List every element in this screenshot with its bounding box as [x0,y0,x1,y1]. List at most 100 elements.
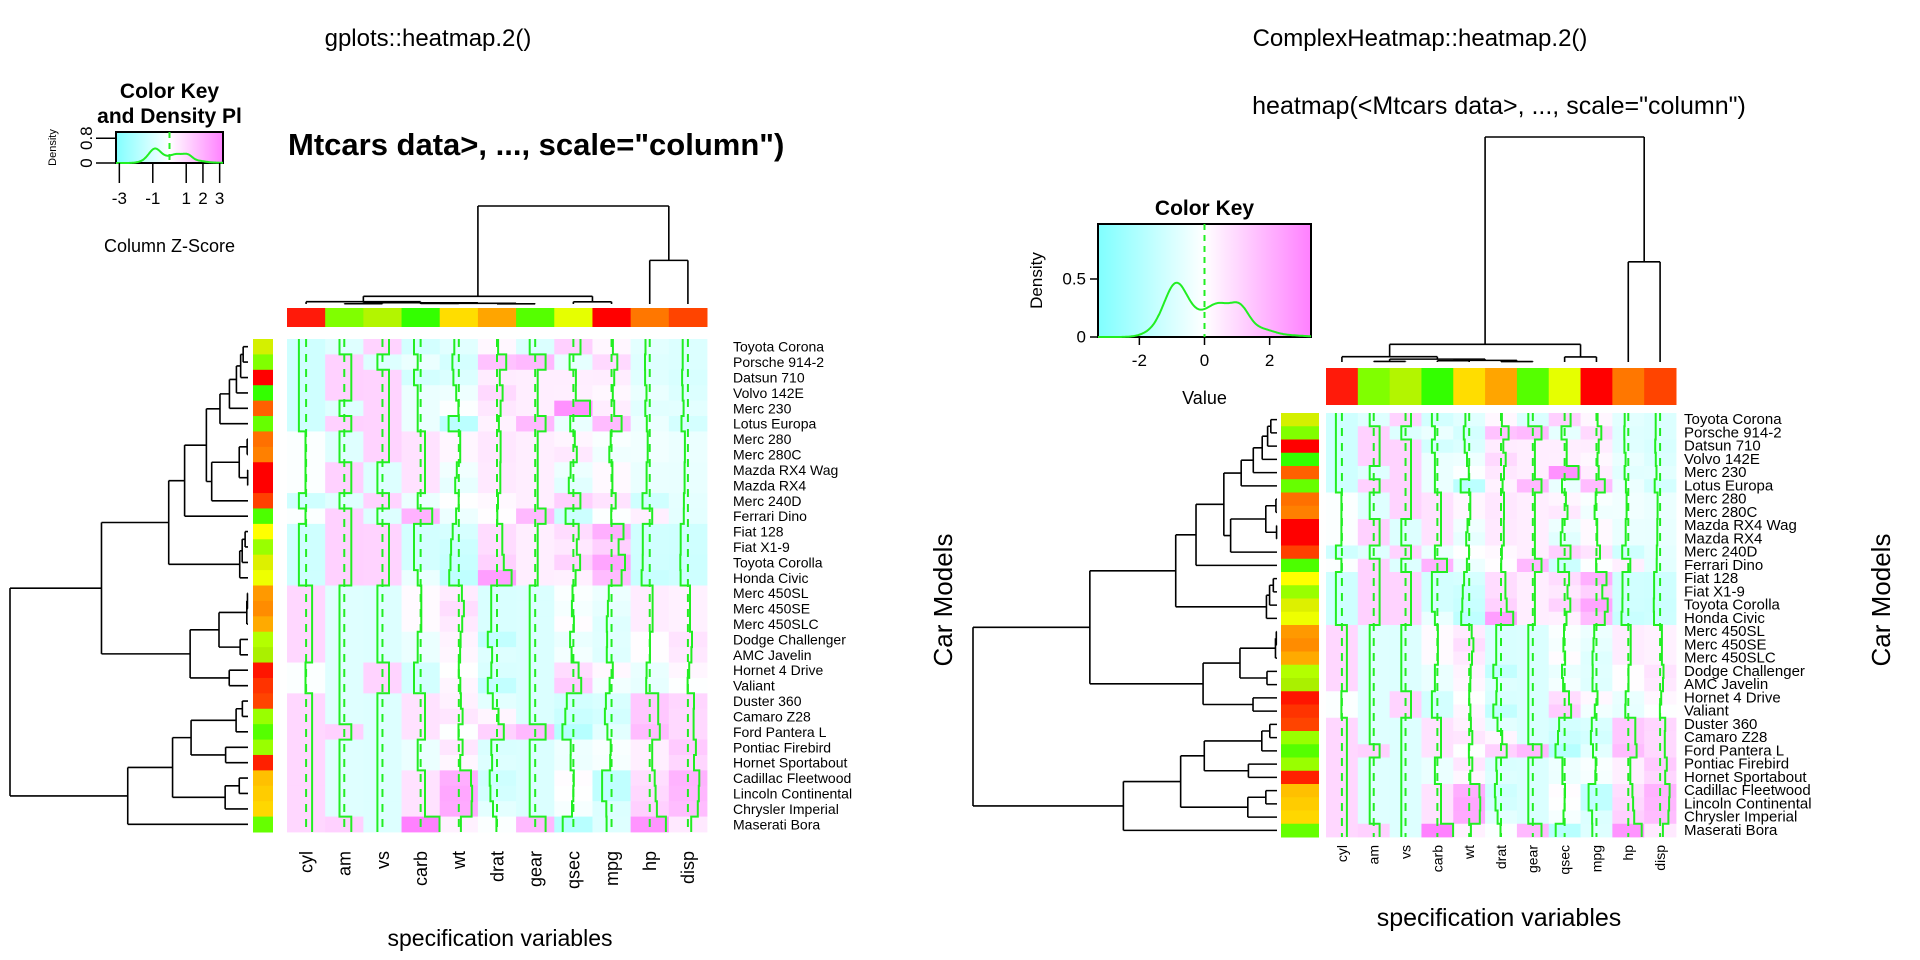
heatmap-cell [477,431,517,448]
heatmap-cell [516,446,555,463]
column-label: wt [449,851,469,870]
row-side-color [1281,770,1319,785]
heatmap-cell [554,431,593,448]
heatmap-cell [1421,505,1454,520]
heatmap-cell [516,570,555,586]
heatmap-cell [1421,492,1454,507]
row-dendrogram-branch [1266,670,1277,686]
heatmap-cell [1580,625,1613,639]
row-label: Fiat X1-9 [733,539,790,555]
column-side-color-hp [630,308,670,327]
heatmap-cell [439,385,479,402]
heatmap-cell [363,385,402,402]
heatmap-cell [401,446,441,463]
heatmap-cell [401,493,441,509]
column-label: gear [525,851,545,887]
heatmap-cell [363,570,402,586]
row-side-color [253,770,273,787]
heatmap-cell [1357,704,1391,719]
row-label: Honda Civic [1684,610,1765,627]
heatmap-cell [668,585,708,602]
column-traces [297,339,701,832]
row-dendrogram-branch [1270,418,1277,434]
x-axis-title: specification variables [387,925,612,951]
heatmap-cell [1485,479,1518,493]
heatmap-cell [1389,505,1422,520]
row-side-color [253,662,273,679]
key-y-axis-title: Density [1027,252,1046,309]
heatmap-cell [477,570,517,586]
heatmap-cell [1516,505,1550,520]
key-y-tick-label: 0.8 [77,126,96,150]
heatmap-cell [325,462,364,479]
row-label: Datsun 710 [733,370,805,386]
heatmap-cell [401,508,441,525]
trace-line-gear [528,339,547,832]
heatmap-cell [477,585,517,602]
row-dendrogram-branch [1275,630,1278,646]
column-traces [1334,413,1671,837]
row-label: Merc 280C [733,447,801,463]
heatmap-cell [592,493,632,509]
column-side-color-cyl [287,308,326,327]
column-dendrogram-branch [1436,359,1470,362]
color-key-title: and Density Pl [97,105,242,128]
heatmap-cell [1516,611,1550,626]
heatmap-cell [1421,598,1454,613]
heatmap-cell [630,462,670,479]
heatmap-cell [439,477,479,494]
trace-line-wt [1459,413,1482,837]
heatmap-cell [1548,479,1581,493]
row-side-color [253,369,273,386]
heatmap-cell [1516,466,1550,480]
row-side-color [253,801,273,818]
density-curve [1098,281,1311,338]
heatmap-cell [1357,731,1391,745]
column-side-color-gear [516,308,555,327]
row-dendrogram-branch [1239,647,1276,679]
heatmap-cell [1580,717,1613,732]
heatmap-cell [1326,598,1359,613]
key-y-axis-title: Density [47,129,59,166]
column-side-color-hp [1612,368,1645,405]
row-dendrogram-branch [171,736,226,799]
row-label: Lincoln Continental [733,785,852,801]
heatmap-cell [554,539,593,556]
row-dendrogram-branch [1122,780,1277,832]
heatmap-cell [1326,466,1359,480]
row-label: Lotus Europa [733,416,816,432]
row-side-color [253,708,273,725]
column-label: cyl [296,851,316,873]
row-label: Dodge Challenger [733,631,846,647]
key-x-tick-label: 0 [1200,351,1209,370]
row-dendrogram-branch [238,550,248,579]
row-label: Volvo 142E [1684,451,1760,468]
row-dendrogram-branch [1174,534,1267,608]
column-dendrogram [305,205,689,305]
row-label: Duster 360 [1684,716,1757,733]
row-dendrogram-branch [1247,763,1277,779]
row-dendrogram-branch [224,784,248,810]
row-label: Honda Civic [733,570,808,586]
heatmap-cell [630,493,670,509]
row-label: Hornet 4 Drive [733,662,823,678]
heatmap-cell [287,354,326,371]
heatmap-cell [1326,731,1359,745]
heatmap-cell [592,554,632,571]
y-axis-title-left: Car Models [928,534,958,667]
row-label: Fiat 128 [1684,570,1738,587]
row-dendrogram-branch [246,438,248,456]
heatmap-cell [1612,823,1645,838]
row-side-color [1281,823,1319,838]
heatmap-cell [1580,731,1613,745]
heatmap-cell [401,416,441,432]
heatmap-cell [325,431,364,448]
row-label: Camaro Z28 [1684,729,1767,746]
heatmap-cell [477,523,517,540]
heatmap-cell [1326,823,1359,838]
heatmap-cell [477,416,517,432]
heatmap-cell [592,539,632,556]
heatmap-cell [1548,810,1581,825]
column-label: mpg [602,851,622,886]
